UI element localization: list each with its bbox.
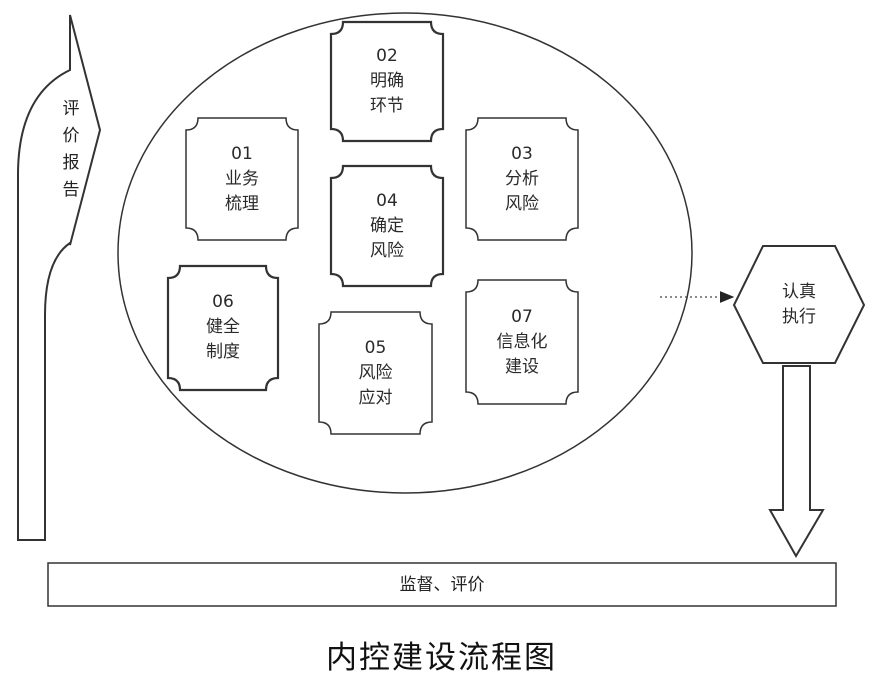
execute-text: 认真 bbox=[782, 282, 816, 302]
step-text: 健全 bbox=[206, 317, 240, 337]
step-label-06: 06 健全 制度 bbox=[168, 290, 278, 365]
report-char: 报 bbox=[62, 153, 80, 173]
execute-label: 认真 执行 bbox=[734, 280, 864, 330]
supervise-bar bbox=[47, 562, 837, 607]
down-arrow-shape bbox=[768, 365, 825, 559]
step-box-02 bbox=[329, 20, 445, 143]
step-text: 应对 bbox=[358, 388, 393, 408]
diagram-caption: 内控建设流程图 bbox=[326, 640, 557, 676]
step-number: 03 bbox=[511, 144, 533, 164]
step-number: 01 bbox=[231, 144, 253, 164]
step-label-07: 07 信息化 建设 bbox=[466, 305, 578, 380]
step-number: 07 bbox=[511, 307, 533, 327]
report-char: 价 bbox=[62, 126, 80, 146]
report-arrow-shape bbox=[17, 14, 102, 541]
process-ellipse bbox=[117, 12, 693, 494]
step-label-03: 03 分析 风险 bbox=[466, 142, 578, 217]
step-text: 分析 bbox=[505, 169, 539, 189]
step-text: 信息化 bbox=[496, 332, 548, 352]
step-text: 风险 bbox=[505, 194, 539, 214]
step-number: 04 bbox=[376, 191, 398, 211]
step-box-05 bbox=[318, 311, 433, 435]
step-box-01 bbox=[185, 117, 299, 241]
step-text: 业务 bbox=[225, 169, 259, 189]
step-label-05: 05 风险 应对 bbox=[319, 336, 432, 411]
step-box-06 bbox=[166, 264, 280, 392]
step-box-03 bbox=[465, 117, 579, 241]
step-number: 05 bbox=[364, 338, 387, 358]
step-number: 02 bbox=[376, 46, 398, 66]
step-text: 制度 bbox=[206, 342, 240, 362]
step-box-04 bbox=[329, 164, 445, 288]
step-text: 确定 bbox=[370, 216, 404, 236]
supervise-bar-label: 监督、评价 bbox=[399, 575, 485, 595]
step-text: 明确 bbox=[370, 71, 404, 91]
execute-text: 执行 bbox=[782, 307, 816, 327]
report-char: 告 bbox=[62, 180, 80, 200]
step-number: 06 bbox=[212, 292, 234, 312]
step-text: 梳理 bbox=[225, 194, 259, 214]
step-text: 环节 bbox=[370, 96, 404, 116]
step-label-02: 02 明确 环节 bbox=[331, 44, 443, 119]
step-text: 建设 bbox=[505, 357, 539, 377]
report-arrow-label: 评 价 报 告 bbox=[60, 96, 82, 204]
step-label-01: 01 业务 梳理 bbox=[186, 142, 298, 217]
step-text: 风险 bbox=[370, 241, 404, 261]
step-box-07 bbox=[465, 279, 579, 405]
report-char: 评 bbox=[62, 99, 80, 119]
step-text: 风险 bbox=[358, 363, 393, 383]
execute-hexagon bbox=[732, 245, 866, 364]
step-label-04: 04 确定 风险 bbox=[331, 189, 443, 264]
